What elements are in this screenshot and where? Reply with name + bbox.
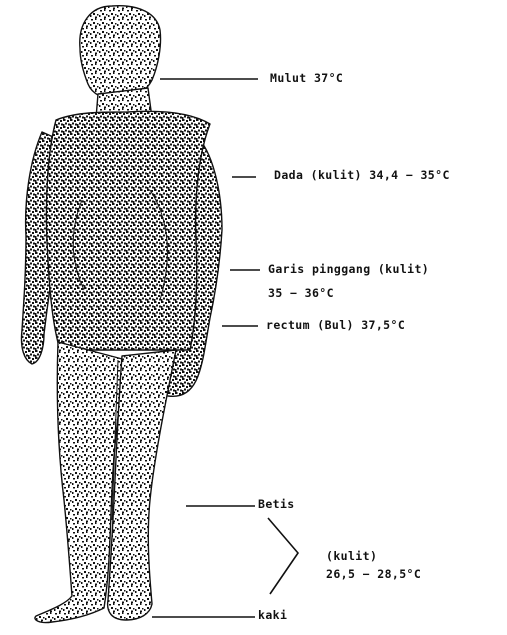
label-kaki: kaki [258,608,287,622]
label-mulut: Mulut 37°C [270,71,343,85]
label-betis: Betis [258,497,295,511]
label-dada: Dada (kulit) 34,4 − 35°C [274,168,450,182]
label-garis-pinggang-range: 35 − 36°C [268,286,334,300]
human-body-figure [21,6,222,623]
bracket-kulit [268,518,298,594]
label-garis-pinggang: Garis pinggang (kulit) [268,262,429,276]
label-rectum: rectum (Bul) 37,5°C [266,318,405,332]
label-kulit-range: 26,5 − 28,5°C [326,567,421,581]
torso-shape [46,111,210,350]
label-kulit: (kulit) [326,549,377,563]
head-shape [80,6,161,100]
